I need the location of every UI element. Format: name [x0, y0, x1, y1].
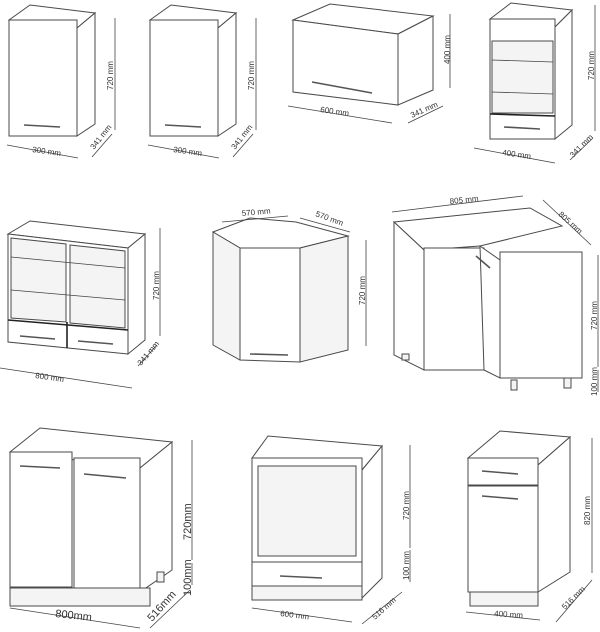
- height-label: 820 mm: [583, 496, 592, 525]
- depth-label: 516 mm: [560, 584, 587, 611]
- width-label: 400 mm: [502, 148, 532, 161]
- wall-cabinet-400-open: 720 mm 400 mm 341 mm: [473, 2, 596, 164]
- height-label: 720 mm: [247, 61, 256, 90]
- height-label: 720 mm: [152, 271, 161, 300]
- wall-cabinet-300-b: 720 mm 300 mm 341 mm: [147, 4, 257, 159]
- handle-icon: [503, 126, 541, 130]
- legs-label: 100 mm: [590, 367, 599, 396]
- corner-wall-cabinet: 570 mm 570 mm 720 mm: [211, 206, 367, 363]
- wall-cabinet-300-a: 720 mm 300 mm 341 mm: [6, 4, 116, 159]
- wall-cabinet-800-glass: 720 mm 800 mm 341 mm: [0, 220, 161, 389]
- side-a-label: 570 mm: [241, 206, 271, 218]
- handle-icon: [19, 465, 61, 469]
- width-label: 400 mm: [494, 609, 524, 620]
- height-label: 720 mm: [587, 51, 596, 80]
- handle-icon: [77, 340, 114, 345]
- height-label: 400 mm: [443, 35, 452, 64]
- wall-cabinet-600-flap: 400 mm 600 mm 341 mm: [287, 3, 452, 124]
- handle-icon: [481, 470, 519, 475]
- sink-base-cabinet: 720mm 100mm 800mm 516mm: [8, 427, 194, 629]
- height-label: 720mm: [182, 503, 194, 540]
- height-label: 720 mm: [402, 491, 411, 520]
- depth-label: 341 mm: [409, 100, 439, 120]
- height-label: 720 mm: [590, 301, 599, 330]
- width-label: 300 mm: [32, 145, 62, 158]
- handle-icon: [19, 335, 56, 340]
- legs-label: 100mm: [182, 559, 194, 596]
- side-b-label: 805 mm: [557, 210, 585, 236]
- width-label: 600 mm: [280, 609, 310, 621]
- corner-base-cabinet: 805 mm 805 mm 720 mm 100 mm: [391, 194, 599, 396]
- height-label: 720 mm: [358, 276, 367, 305]
- handle-icon: [481, 495, 519, 500]
- drawer-base-cabinet: 820 mm 400 mm 516 mm: [465, 430, 593, 623]
- oven-base-cabinet: 720 mm 100 mm 600 mm 516 mm: [251, 435, 411, 625]
- handle-icon: [249, 353, 289, 356]
- width-label: 800 mm: [35, 371, 65, 384]
- handle-icon: [23, 124, 61, 128]
- height-label: 720 mm: [106, 61, 115, 90]
- side-a-label: 805 mm: [449, 194, 479, 206]
- legs-label: 100 mm: [402, 551, 411, 580]
- width-label: 300 mm: [173, 145, 203, 158]
- width-label: 800mm: [55, 608, 93, 624]
- depth-label: 516 mm: [370, 595, 398, 621]
- width-label: 600 mm: [320, 105, 350, 118]
- handle-icon: [83, 473, 127, 479]
- handle-icon: [311, 81, 373, 94]
- side-b-label: 570 mm: [314, 209, 345, 227]
- handle-icon: [164, 124, 202, 128]
- handle-icon: [475, 255, 491, 269]
- depth-label: 341 mm: [568, 132, 595, 159]
- handle-icon: [279, 575, 323, 579]
